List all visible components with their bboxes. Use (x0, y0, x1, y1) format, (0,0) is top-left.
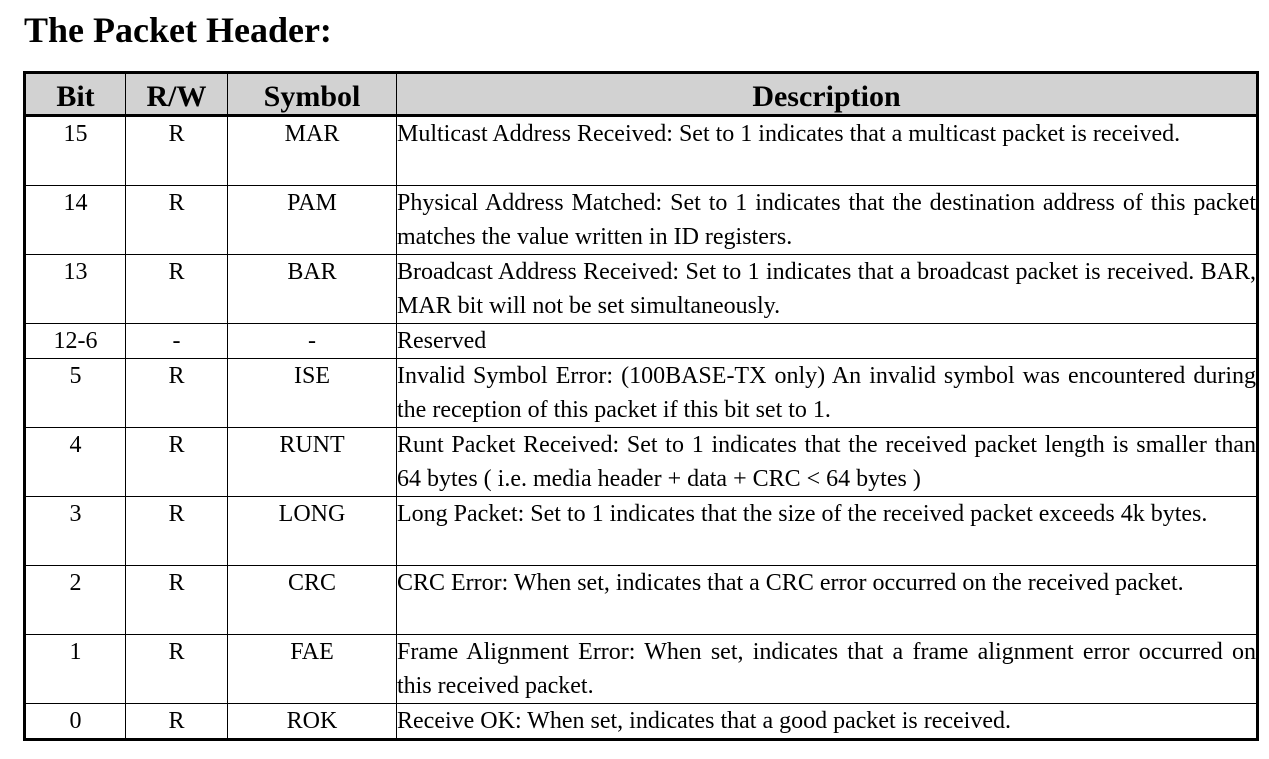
cell-bit: 14 (24, 185, 126, 255)
column-header-bit: Bit (24, 72, 126, 117)
table-row: 13 R BAR Broadcast Address Received: Set… (24, 254, 1258, 324)
cell-bit: 5 (24, 358, 126, 428)
cell-description: Receive OK: When set, indicates that a g… (396, 703, 1258, 740)
cell-rw: R (125, 427, 228, 497)
table-row: 15 R MAR Multicast Address Received: Set… (24, 115, 1258, 186)
cell-symbol: RUNT (227, 427, 397, 497)
cell-rw: R (125, 115, 228, 186)
cell-symbol: CRC (227, 565, 397, 635)
table-row: 2 R CRC CRC Error: When set, indicates t… (24, 565, 1258, 635)
cell-symbol: - (227, 323, 397, 359)
cell-description: Reserved (396, 323, 1258, 359)
cell-bit: 1 (24, 634, 126, 704)
cell-symbol: PAM (227, 185, 397, 255)
cell-symbol: BAR (227, 254, 397, 324)
cell-bit: 15 (24, 115, 126, 186)
cell-bit: 3 (24, 496, 126, 566)
cell-rw: - (125, 323, 228, 359)
cell-rw: R (125, 254, 228, 324)
column-header-description: Description (396, 72, 1258, 117)
table-row: 1 R FAE Frame Alignment Error: When set,… (24, 634, 1258, 704)
cell-bit: 13 (24, 254, 126, 324)
cell-symbol: ISE (227, 358, 397, 428)
cell-bit: 2 (24, 565, 126, 635)
cell-description: Invalid Symbol Error: (100BASE-TX only) … (396, 358, 1258, 428)
cell-rw: R (125, 185, 228, 255)
cell-bit: 12-6 (24, 323, 126, 359)
page-title: The Packet Header: (24, 10, 332, 50)
cell-description: Broadcast Address Received: Set to 1 ind… (396, 254, 1258, 324)
cell-symbol: FAE (227, 634, 397, 704)
cell-description: CRC Error: When set, indicates that a CR… (396, 565, 1258, 635)
table-row: 0 R ROK Receive OK: When set, indicates … (24, 703, 1258, 740)
table-row: 3 R LONG Long Packet: Set to 1 indicates… (24, 496, 1258, 566)
cell-symbol: LONG (227, 496, 397, 566)
table-row: 12-6 - - Reserved (24, 323, 1258, 359)
cell-rw: R (125, 703, 228, 740)
cell-rw: R (125, 634, 228, 704)
cell-description: Multicast Address Received: Set to 1 ind… (396, 115, 1258, 186)
cell-description: Physical Address Matched: Set to 1 indic… (396, 185, 1258, 255)
cell-rw: R (125, 565, 228, 635)
table-row: 14 R PAM Physical Address Matched: Set t… (24, 185, 1258, 255)
table-header-row: Bit R/W Symbol Description (24, 72, 1258, 117)
table-row: 5 R ISE Invalid Symbol Error: (100BASE-T… (24, 358, 1258, 428)
cell-description: Frame Alignment Error: When set, indicat… (396, 634, 1258, 704)
cell-description: Long Packet: Set to 1 indicates that the… (396, 496, 1258, 566)
cell-symbol: ROK (227, 703, 397, 740)
cell-rw: R (125, 496, 228, 566)
cell-bit: 0 (24, 703, 126, 740)
table-row: 4 R RUNT Runt Packet Received: Set to 1 … (24, 427, 1258, 497)
cell-symbol: MAR (227, 115, 397, 186)
column-header-symbol: Symbol (227, 72, 397, 117)
cell-description: Runt Packet Received: Set to 1 indicates… (396, 427, 1258, 497)
cell-bit: 4 (24, 427, 126, 497)
packet-header-table: Bit R/W Symbol Description 15 R MAR Mult… (23, 71, 1259, 741)
column-header-rw: R/W (125, 72, 228, 117)
cell-rw: R (125, 358, 228, 428)
